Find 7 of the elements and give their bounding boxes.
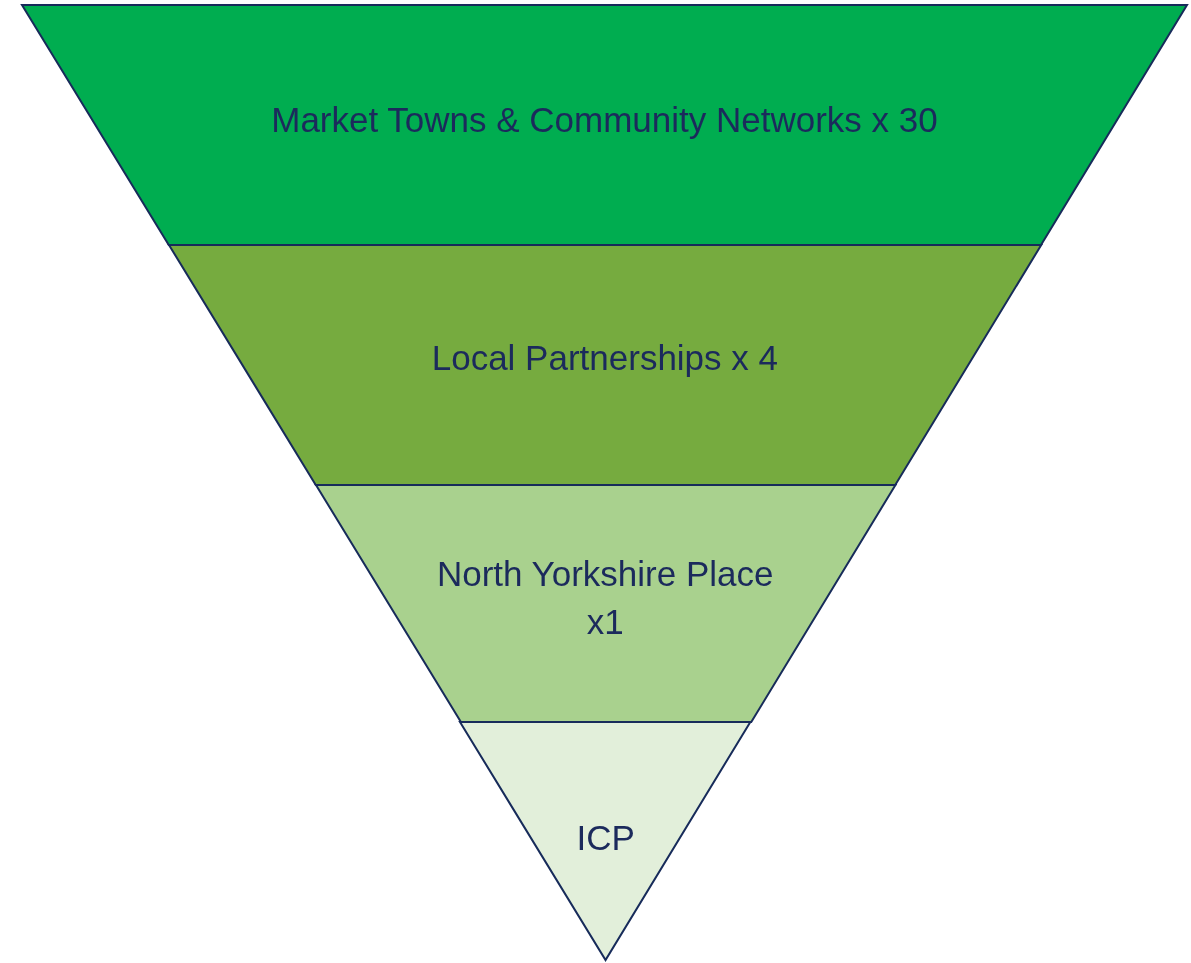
tier-label: Local Partnerships x 4 — [431, 337, 778, 379]
pyramid-tier — [315, 485, 895, 722]
pyramid-tier — [168, 245, 1041, 485]
tier-label: ICP — [576, 817, 635, 859]
pyramid-tier — [22, 5, 1187, 245]
tier-label: North Yorkshire Place x1 — [435, 553, 775, 643]
tier-label: Market Towns & Community Networks x 30 — [271, 99, 938, 141]
